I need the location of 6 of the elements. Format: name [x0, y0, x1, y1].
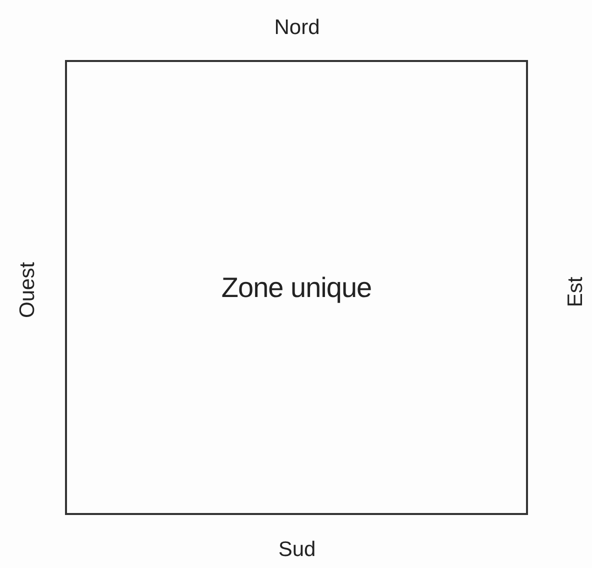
zone-label: Zone unique	[221, 272, 372, 304]
direction-label: Ouest	[16, 262, 40, 318]
direction-label: Sud	[278, 538, 316, 562]
direction-label: Est	[564, 276, 588, 308]
zone-box	[65, 60, 528, 515]
direction-label: Nord	[274, 16, 320, 40]
